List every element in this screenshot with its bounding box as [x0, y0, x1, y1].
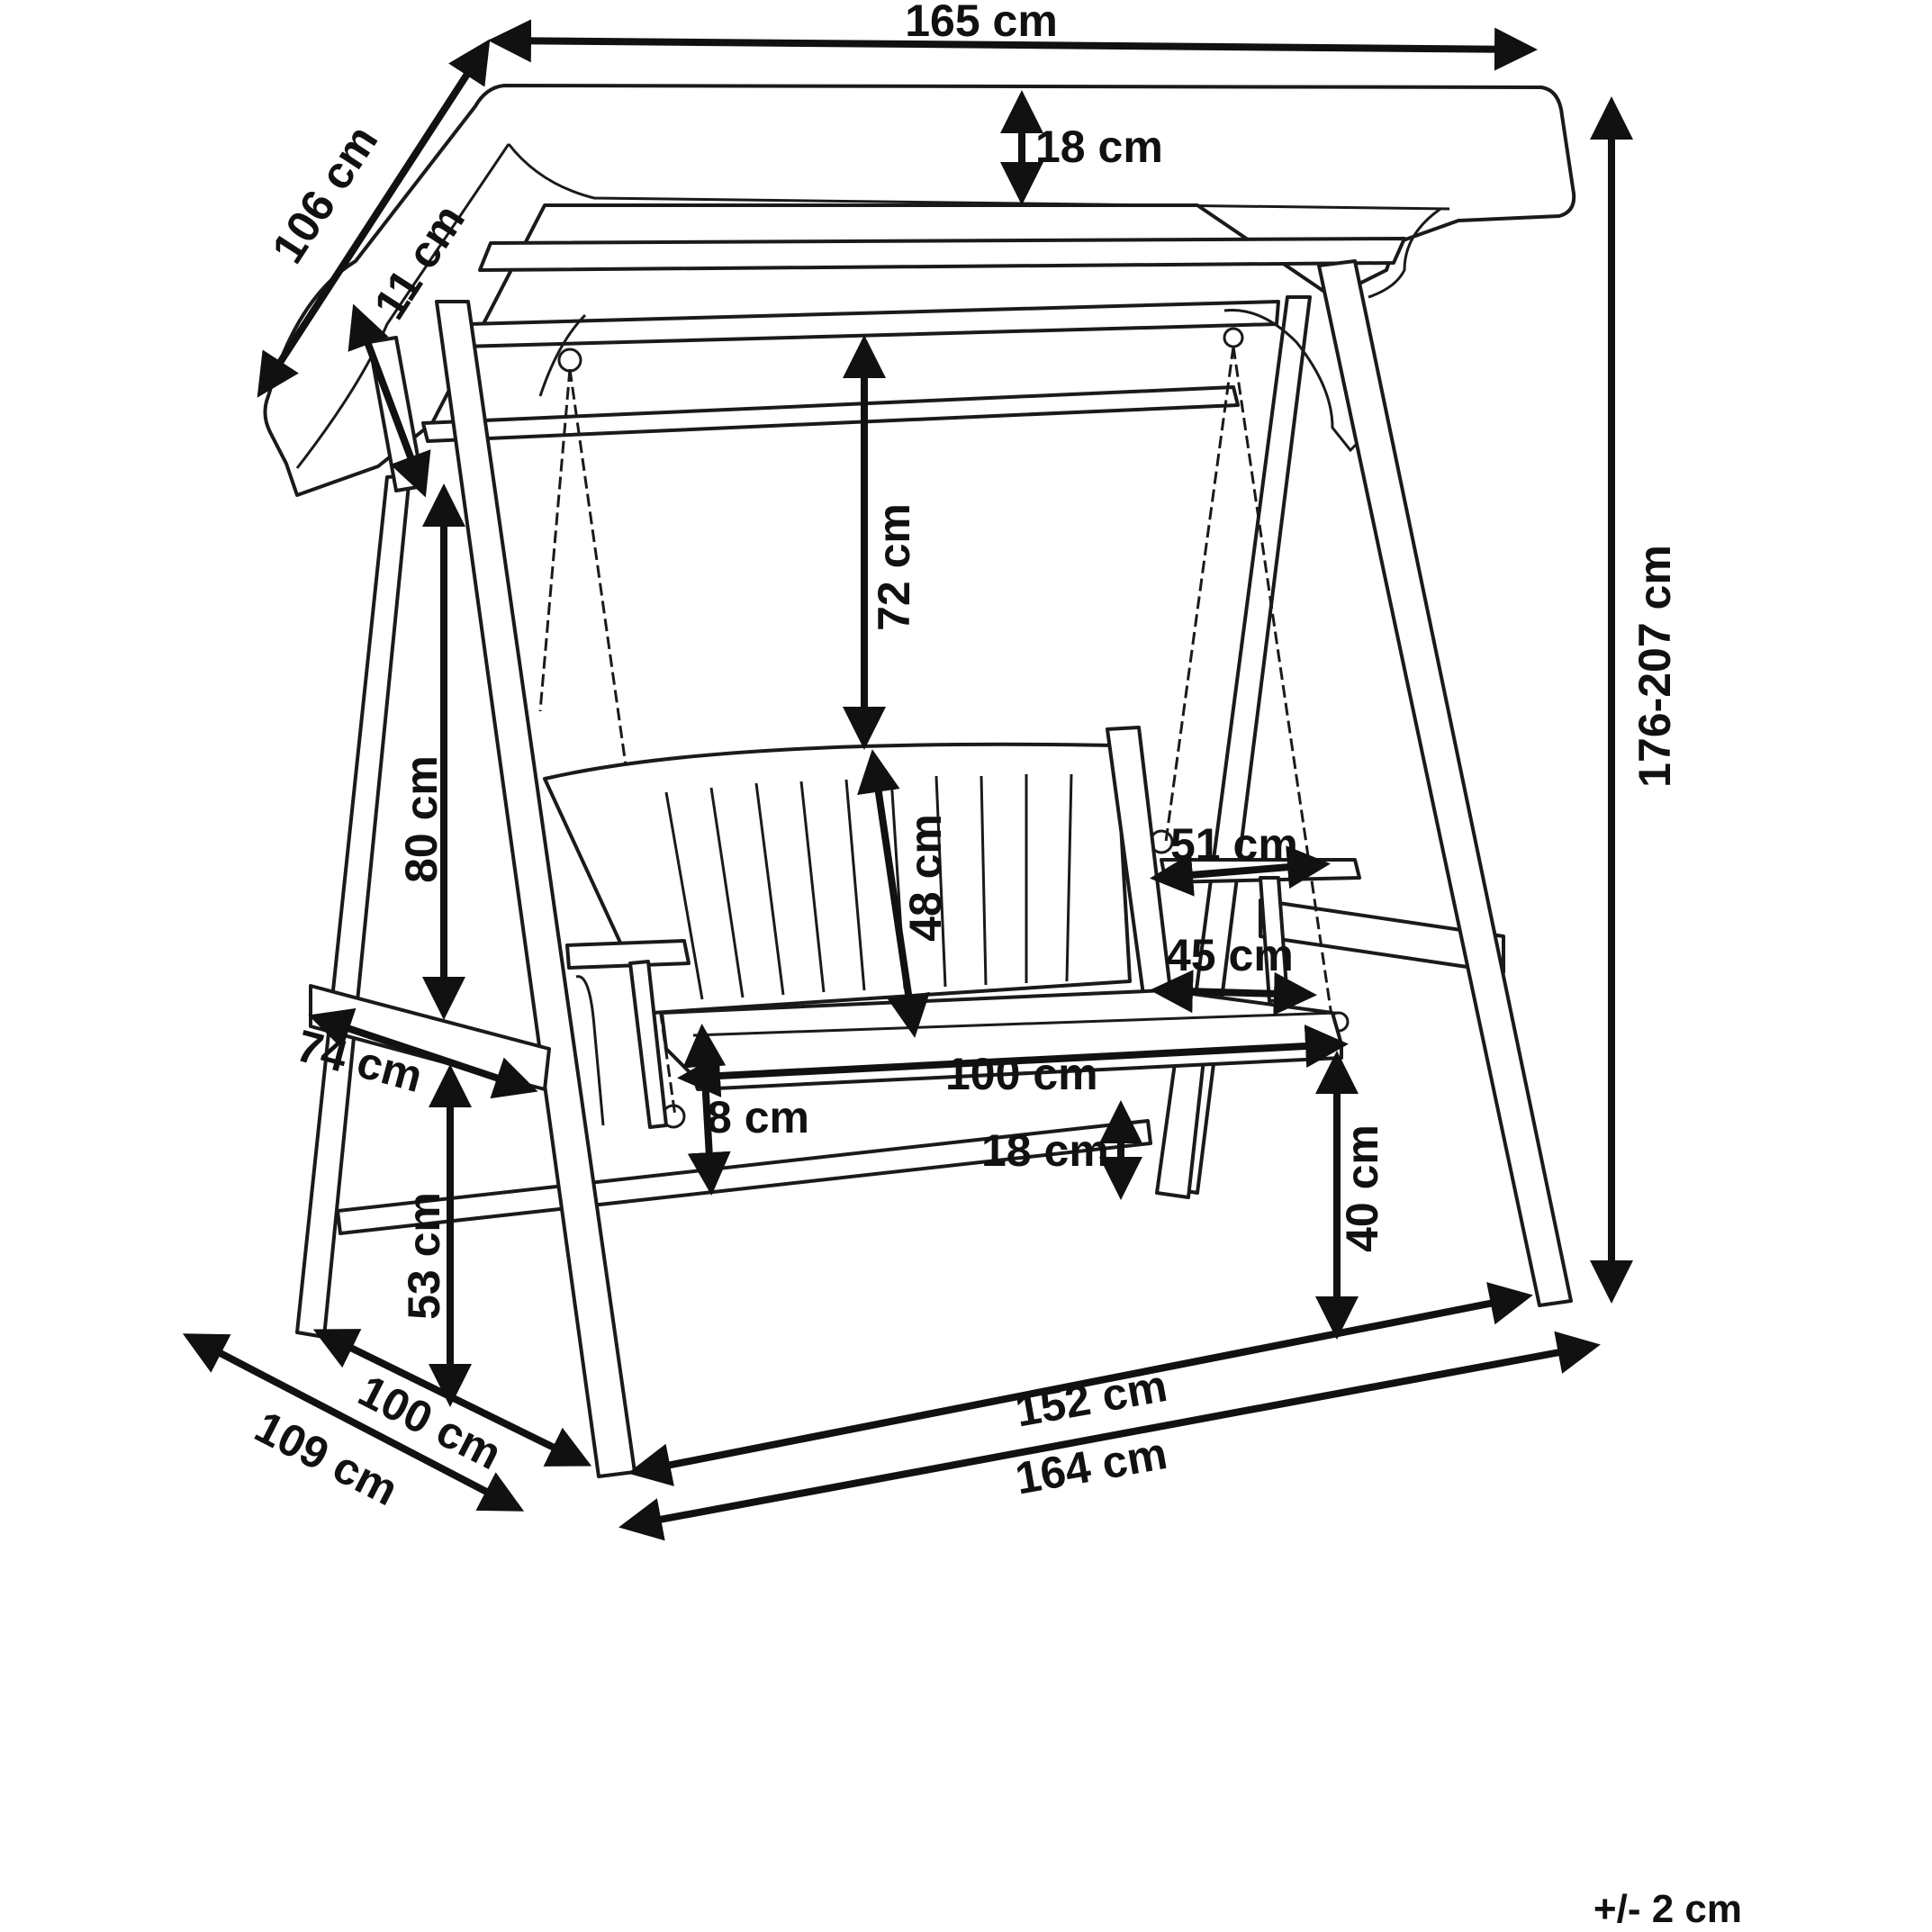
- label-seat-height: 40 cm: [1337, 1124, 1387, 1252]
- back-crossbar: [336, 1119, 1152, 1235]
- dim-backrest-height-arrow: [857, 749, 930, 1038]
- dimension-lines: [182, 19, 1633, 1541]
- dim-canopy-side-arrow: [348, 303, 431, 498]
- label-seat-width: 100 cm: [945, 1049, 1098, 1099]
- dim-base-depth-arrow: [182, 1333, 525, 1512]
- dim-seat-width-arrow: [677, 1025, 1349, 1097]
- label-chain-length: 72 cm: [869, 503, 919, 631]
- label-seat-depth: 45 cm: [1166, 930, 1294, 980]
- dim-side-beam-arrow: [308, 1007, 538, 1099]
- label-inner-width: 152 cm: [1012, 1360, 1171, 1437]
- swing-illustration: [263, 84, 1576, 1478]
- label-post-height: 80 cm: [396, 755, 447, 883]
- dim-armrest-depth-arrow: [1150, 845, 1331, 897]
- label-canopy-width: 165 cm: [905, 0, 1058, 46]
- dim-canopy-width-arrow: [488, 19, 1538, 71]
- dim-seat-thickness-arrow: [682, 1024, 731, 1196]
- dim-canopy-depth-arrow: [257, 39, 491, 398]
- label-seat-bottom-gap: 18 cm: [981, 1125, 1109, 1176]
- left-armrest: [565, 939, 691, 1129]
- label-tolerance: +/- 2 cm: [1593, 1887, 1742, 1931]
- label-lower-post: 53 cm: [399, 1192, 449, 1320]
- label-total-height: 176-207 cm: [1630, 545, 1680, 788]
- label-seat-thickness: 8 cm: [707, 1092, 809, 1142]
- dim-base-width-arrow: [618, 1331, 1601, 1541]
- label-armrest-depth: 51 cm: [1170, 819, 1298, 870]
- label-canopy-valance: 18 cm: [1035, 122, 1163, 172]
- front-right-leg: [1317, 259, 1573, 1307]
- label-backrest-height: 48 cm: [900, 814, 951, 942]
- dim-seat-depth-arrow: [1150, 970, 1317, 1016]
